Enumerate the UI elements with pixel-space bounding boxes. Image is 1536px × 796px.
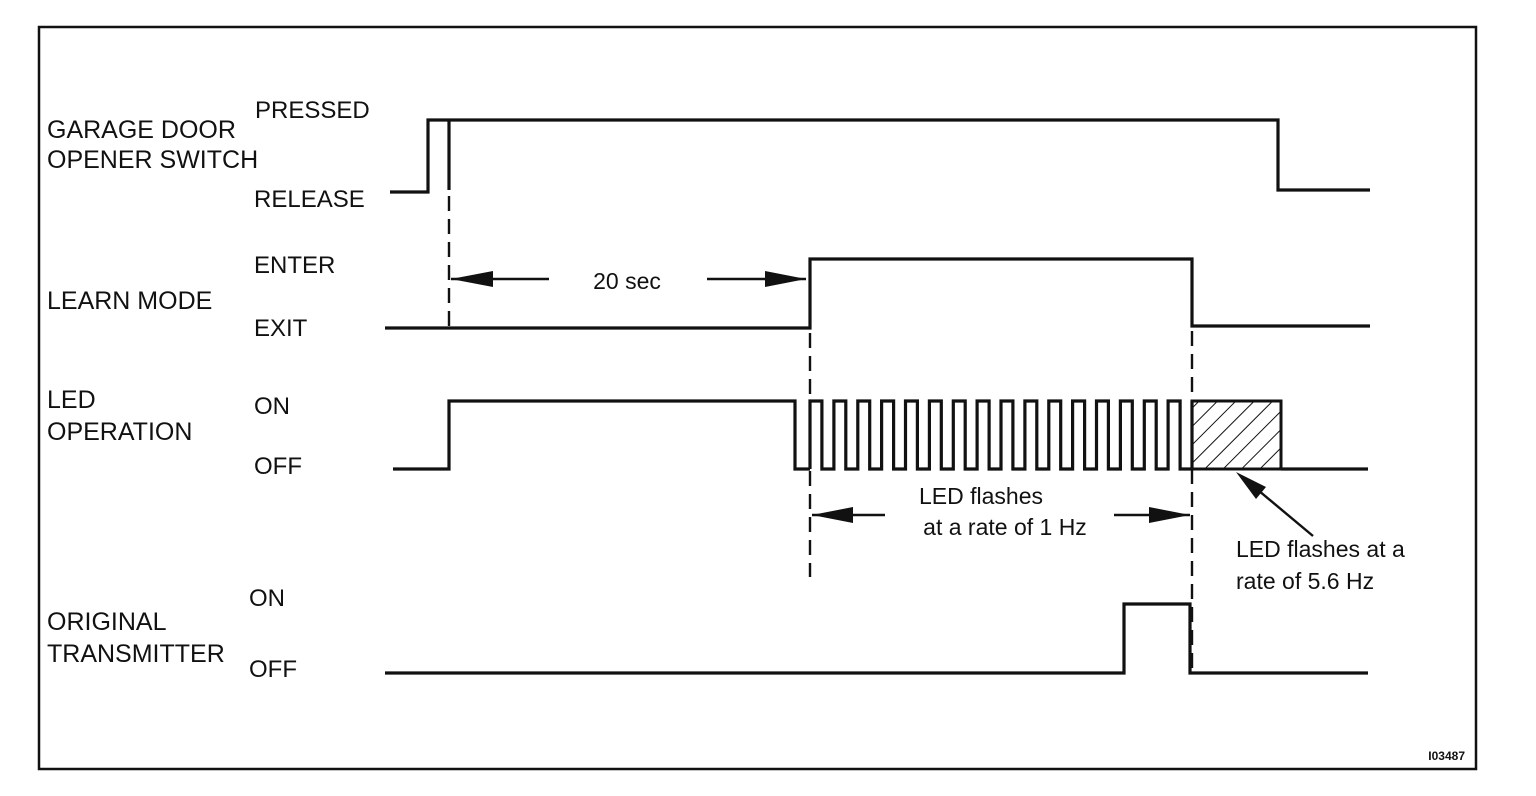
transmitter-state-off: OFF [249, 656, 297, 683]
delay-arrow-right-head [765, 271, 806, 287]
garage-switch-label-line1: GARAGE DOOR [47, 116, 236, 144]
flash-1hz-label-line1: LED flashes [919, 483, 1043, 509]
learn-mode-state-exit: EXIT [254, 315, 308, 342]
flash-fast-label-line1: LED flashes at a [1236, 536, 1405, 562]
flash-1hz-arrow-right-head [1149, 507, 1190, 523]
transmitter-label-line2: TRANSMITTER [47, 640, 225, 668]
garage-switch-state-pressed: PRESSED [255, 97, 370, 124]
flash-fast-label-line2: rate of 5.6 Hz [1236, 568, 1374, 594]
garage-switch-state-release: RELEASE [254, 186, 365, 213]
led-operation-waveform-1hz [808, 399, 1194, 471]
flash-1hz-label-line2: at a rate of 1 Hz [923, 514, 1087, 540]
diagram-frame [37, 25, 1478, 771]
led-fast-flash-hatch [1190, 399, 1283, 471]
flash-fast-leader-head [1236, 472, 1266, 499]
transmitter-state-on: ON [249, 585, 285, 612]
led-operation-state-on: ON [254, 393, 290, 420]
flash-1hz-arrow-left-head [812, 507, 853, 523]
led-operation-label-line1: LED [47, 386, 96, 414]
learn-mode-state-enter: ENTER [254, 252, 335, 279]
figure-id: I03487 [1428, 749, 1465, 763]
led-operation-label-line2: OPERATION [47, 418, 192, 446]
garage-switch-label-line2: OPENER SWITCH [47, 146, 258, 174]
led-operation-state-off: OFF [254, 453, 302, 480]
transmitter-waveform [385, 602, 1368, 675]
delay-arrow-left-head [451, 271, 493, 287]
learn-mode-label: LEARN MODE [47, 287, 212, 315]
garage-switch-waveform [390, 118, 1370, 194]
led-operation-waveform-steady [393, 399, 810, 471]
transmitter-label-line1: ORIGINAL [47, 608, 167, 636]
learn-mode-waveform [385, 257, 1370, 330]
delay-label: 20 sec [593, 268, 661, 294]
